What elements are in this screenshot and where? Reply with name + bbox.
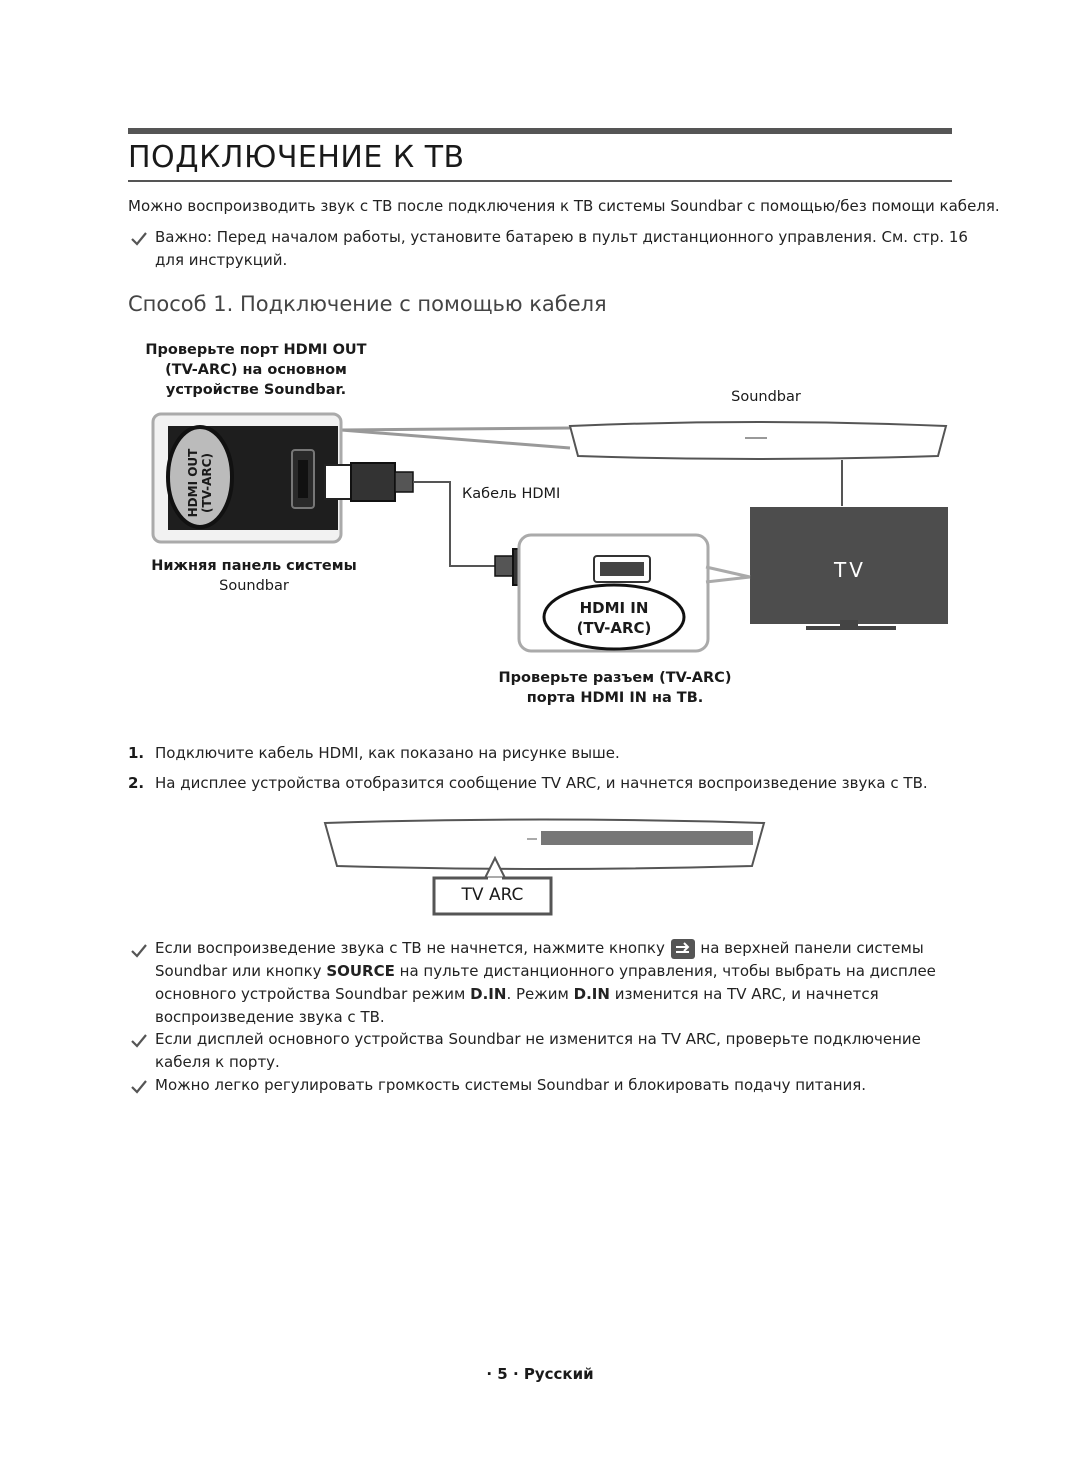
tv-label: TV	[834, 558, 866, 582]
step-text: На дисплее устройства отобразится сообще…	[155, 774, 928, 792]
note-1-line2: Soundbar или кнопку SOURCE на пульте дис…	[155, 962, 936, 980]
checkmark-icon	[131, 1080, 147, 1094]
source-button-icon	[670, 938, 695, 959]
title-rule	[128, 180, 952, 182]
page-title: ПОДКЛЮЧЕНИЕ К ТВ	[128, 140, 465, 175]
note-1-line4: воспроизведение звука с ТВ.	[155, 1008, 385, 1026]
note-2-line1: Если дисплей основного устройства Soundb…	[155, 1030, 921, 1048]
checkmark-icon	[131, 232, 147, 246]
step-number: 2.	[128, 774, 145, 792]
hdmi-in-label: HDMI IN (TV-ARC)	[576, 599, 652, 637]
note-important-line1: Важно: Перед началом работы, установите …	[155, 228, 968, 246]
tv-arc-display-text: TV ARC	[461, 885, 524, 905]
check-tv-port-label: Проверьте разъем (TV-ARC) порта HDMI IN …	[498, 670, 732, 706]
note-2-line2: кабеля к порту.	[155, 1053, 280, 1071]
top-rule	[128, 128, 952, 134]
note-1-line1: Если воспроизведение звука с ТВ не начне…	[155, 937, 924, 960]
hdmi-out-port-label: HDMI OUT (TV-ARC)	[186, 448, 214, 518]
step-text: Подключите кабель HDMI, как показано на …	[155, 744, 620, 762]
note-3: Можно легко регулировать громкость систе…	[155, 1076, 867, 1094]
note-1-line3: основного устройства Soundbar режим D.IN…	[155, 985, 879, 1003]
tv-arc-display	[432, 876, 553, 916]
bottom-panel-label: Нижняя панель системы Soundbar	[151, 558, 357, 594]
note-important-line2: для инструкций.	[155, 251, 288, 269]
section-title: Способ 1. Подключение с помощью кабеля	[128, 292, 607, 316]
step-number: 1.	[128, 744, 145, 762]
soundbar-image	[568, 421, 948, 460]
checkmark-icon	[131, 1034, 147, 1048]
tv-image	[750, 507, 948, 624]
checkmark-icon	[131, 944, 147, 958]
page-footer: · 5 · Русский	[486, 1365, 594, 1383]
cable-label: Кабель HDMI	[462, 486, 561, 502]
check-port-label: Проверьте порт HDMI OUT (TV-ARC) на осно…	[145, 342, 367, 398]
intro-text: Можно воспроизводить звук с ТВ после под…	[128, 197, 1000, 215]
soundbar-label: Soundbar	[731, 389, 801, 405]
